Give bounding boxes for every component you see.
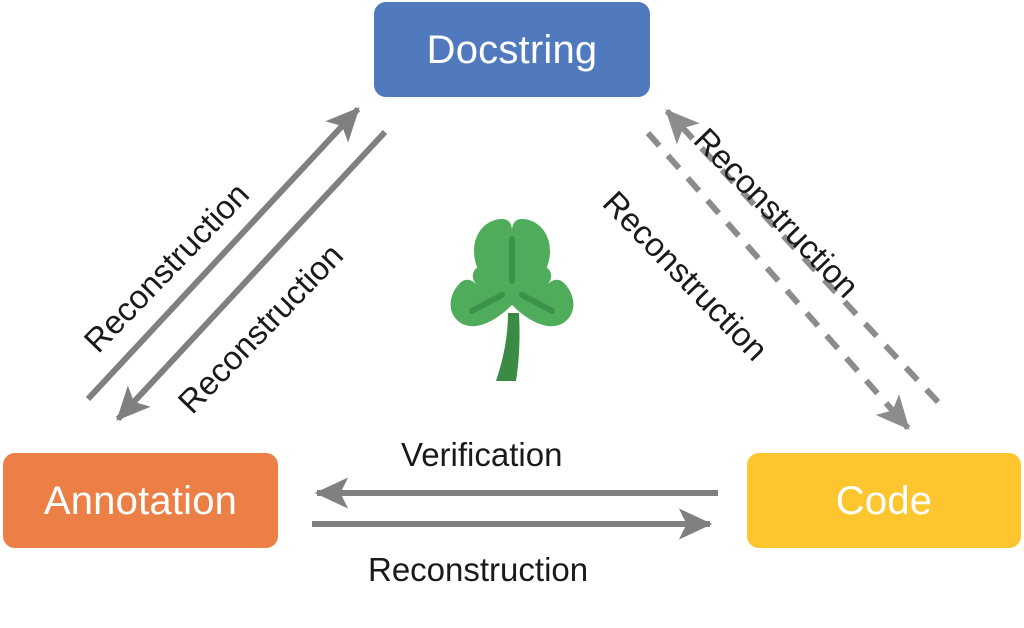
edge-annotation-to-docstring [85, 106, 361, 402]
edge-label-code-to-annotation: Verification [401, 436, 563, 473]
edge-docstring-to-annotation [115, 129, 388, 422]
node-code-label: Code [835, 478, 933, 523]
node-code[interactable]: Code [747, 453, 1021, 548]
edge-code-to-docstring [664, 108, 941, 405]
node-annotation[interactable]: Annotation [3, 453, 278, 548]
clover-icon [450, 219, 574, 381]
edge-label-annotation-to-code: Reconstruction [368, 551, 589, 588]
node-docstring-label: Docstring [426, 27, 598, 72]
node-docstring[interactable]: Docstring [374, 2, 650, 97]
edge-docstring-to-code [645, 131, 911, 430]
node-annotation-label: Annotation [43, 478, 238, 523]
